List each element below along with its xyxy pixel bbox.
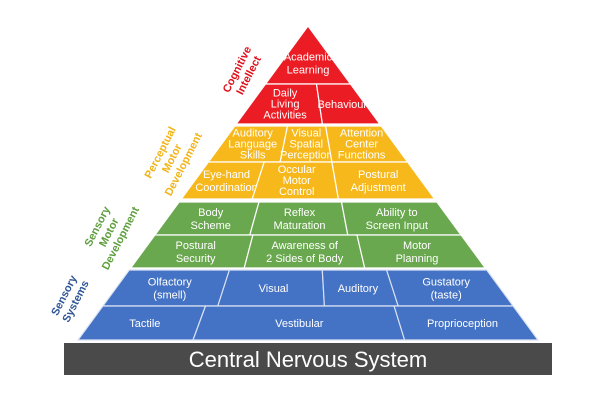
cell-label: Tactile [129, 318, 160, 330]
cell-label: Olfactory(smell) [148, 277, 193, 302]
level-sensory-systems: Olfactory(smell) Visual Auditory Gustatory(… [76, 269, 540, 341]
side-label-sensory-systems: SensorySystems [49, 273, 92, 325]
base-bar: Central Nervous System [64, 343, 552, 375]
cell-label: Visual [259, 283, 289, 295]
cell-label: Behaviour [318, 99, 368, 111]
cell-label: Gustatory(taste) [422, 277, 470, 302]
cell-label: Vestibular [275, 318, 324, 330]
cell-label: Auditory [338, 283, 379, 295]
side-label-sensory-motor-development: SensoryMotorDevelopment [77, 193, 142, 272]
cell-behaviour [315, 83, 381, 125]
cell-label: Proprioception [427, 318, 498, 330]
cell-proprioception [393, 305, 540, 341]
cell-motor-planning [356, 234, 487, 269]
base-label: Central Nervous System [189, 347, 427, 372]
cell-postural-adjustment [331, 161, 436, 200]
base-rect [64, 343, 552, 375]
